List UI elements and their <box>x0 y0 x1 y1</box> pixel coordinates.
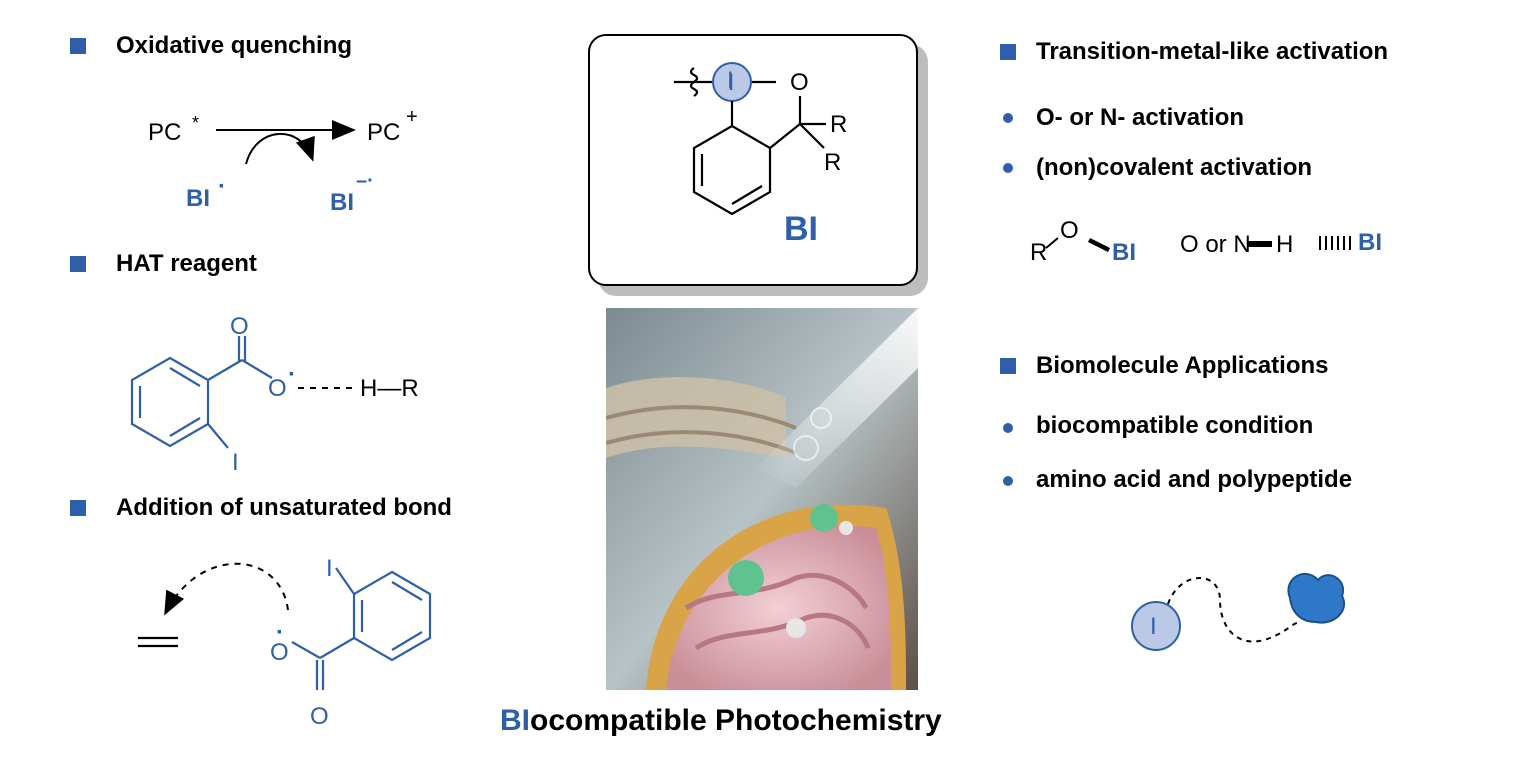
hat-iodine: I <box>232 449 239 476</box>
pc-plus-label: PC <box>367 119 401 146</box>
caption-rest: ocompatible Photochemistry <box>530 704 942 737</box>
bio-iodine: I <box>1150 613 1157 640</box>
section-title-addition: Addition of unsaturated bond <box>116 494 452 521</box>
structure-box <box>588 34 918 286</box>
section-title-tm-activation: Transition-metal-like activation <box>1036 38 1389 65</box>
list-bullet <box>1003 113 1013 123</box>
plus-sign: + <box>406 106 418 128</box>
addition-radical-dot: · <box>276 619 284 646</box>
bioconjugate-graphic <box>1131 573 1345 651</box>
activation-formula-graphics <box>1045 236 1351 252</box>
pc-label: PC <box>148 119 182 146</box>
activation-item-2: (non)covalent activation <box>1036 154 1313 181</box>
hat-radical-o: O <box>268 375 287 402</box>
hat-h-r: H—R <box>360 375 419 402</box>
formula-r: R <box>1030 239 1048 266</box>
bi-r2: R <box>824 149 842 176</box>
pc-star: * <box>192 113 200 133</box>
formula-bi: BI <box>1112 239 1136 266</box>
hat-carbonyl-o: O <box>230 313 249 340</box>
bi-label: BI <box>784 210 818 248</box>
list-bullet <box>1003 163 1013 173</box>
caption: BIocompatible Photochemistry <box>500 704 942 738</box>
list-bullet <box>1003 423 1013 433</box>
section-bullet <box>70 500 86 516</box>
bi-structure <box>674 62 826 216</box>
formula-o-or-n: O or N <box>1180 231 1251 258</box>
formula-h: H <box>1276 231 1294 258</box>
bio-item-1: biocompatible condition <box>1036 412 1314 439</box>
hat-radical-dot: · <box>288 361 296 388</box>
bio-item-2: amino acid and polypeptide <box>1036 466 1353 493</box>
addition-radical-o: O <box>270 639 289 666</box>
hat-structure <box>130 336 352 449</box>
addition-carbonyl-o: O <box>310 703 329 730</box>
mitochondria-illustration <box>606 308 918 690</box>
activation-item-1: O- or N- activation <box>1036 104 1245 131</box>
anion-charge: –· <box>356 170 374 192</box>
section-bullet <box>1000 358 1016 374</box>
list-bullet <box>1003 476 1013 486</box>
addition-structure <box>138 562 432 690</box>
bi-iodine: I <box>727 67 734 94</box>
addition-iodine: I <box>326 555 333 582</box>
section-title-biomolecule: Biomolecule Applications <box>1036 352 1329 379</box>
radical-dot: · <box>218 173 226 200</box>
section-title-oxidative-quenching: Oxidative quenching <box>116 32 353 59</box>
caption-highlight: BI <box>500 704 530 737</box>
section-bullet <box>1000 44 1016 60</box>
bi-anion-label: BI <box>330 189 354 216</box>
bi-radical-label: BI <box>186 185 210 212</box>
bi-r1: R <box>830 111 848 138</box>
curved-arrow <box>245 132 315 165</box>
section-bullet <box>70 256 86 272</box>
formula-bi-2: BI <box>1358 229 1382 256</box>
section-title-hat-reagent: HAT reagent <box>116 250 257 277</box>
section-bullet <box>70 38 86 54</box>
bi-oxygen: O <box>790 69 809 96</box>
formula-o: O <box>1060 217 1079 244</box>
